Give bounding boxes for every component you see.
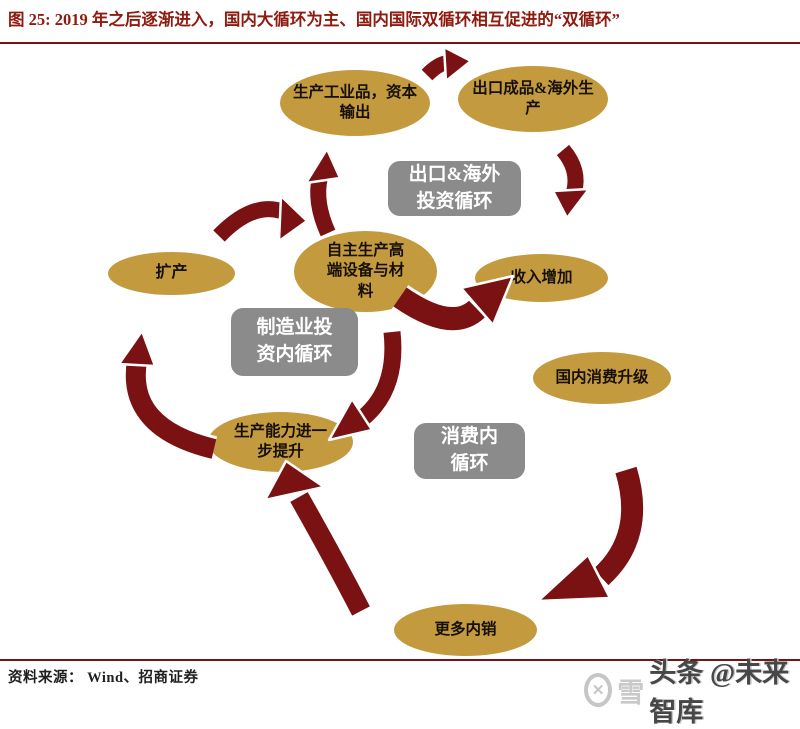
source-note: 资料来源： Wind、招商证券	[8, 670, 199, 686]
watermark-text: 头条 @未来智库	[649, 658, 790, 727]
node-produce-industrial: 生产工业品，资本输出	[280, 70, 430, 136]
arrow-export-to-income	[551, 142, 591, 220]
node-export-overseas: 出口成品&海外生产	[458, 66, 608, 132]
title-underline	[0, 42, 800, 44]
arrow-selfproduce-to-produce	[304, 147, 342, 238]
node-more-domestic-sales: 更多内销	[394, 604, 537, 656]
arrow-produce-to-export	[419, 45, 473, 83]
label-consumption-cycle: 消费内循环	[414, 423, 525, 479]
arrow-expand-to-selfproduce	[211, 194, 309, 244]
xueqiu-logo-icon: ✕	[584, 673, 613, 707]
arrow-upgrade-to-domesticsales	[536, 465, 647, 603]
label-manufacturing-investment-cycle: 制造业投资内循环	[231, 308, 358, 376]
node-self-produce-highend: 自主生产高端设备与材料	[294, 231, 437, 312]
label-export-investment-cycle: 出口&海外投资循环	[388, 161, 521, 216]
watermark: ✕ 雪 头条 @未来智库	[584, 651, 800, 729]
arrow-capacity-to-expand	[117, 329, 218, 462]
watermark-ghost-text: 雪	[617, 677, 645, 708]
footer-rule	[0, 659, 800, 661]
node-expand-production: 扩产	[108, 252, 235, 295]
figure-title: 图 25: 2019 年之后逐渐进入，国内大循环为主、国内国际双循环相互促进的“…	[8, 10, 620, 29]
node-capacity-improve: 生产能力进一步提升	[208, 412, 353, 472]
figure-canvas: 图 25: 2019 年之后逐渐进入，国内大循环为主、国内国际双循环相互促进的“…	[0, 10, 800, 727]
arrow-domesticsales-to-capacity	[263, 459, 373, 617]
node-consumption-upgrade: 国内消费升级	[533, 352, 671, 404]
node-income-increase: 收入增加	[475, 254, 608, 302]
